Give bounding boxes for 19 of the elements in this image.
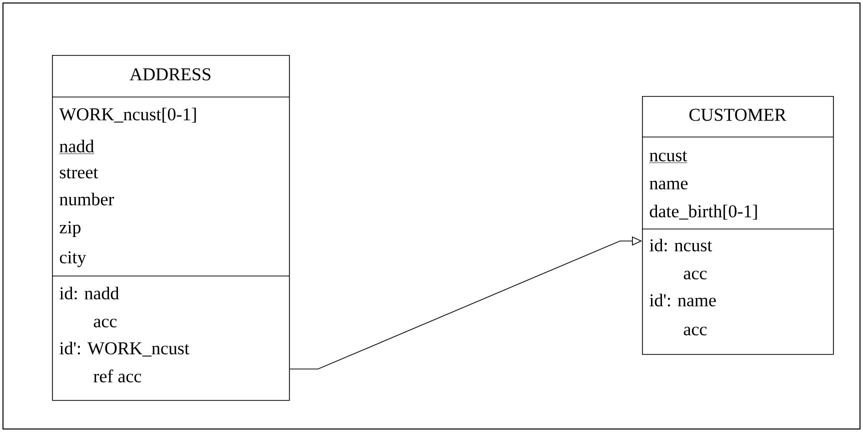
attribute-name: zip: [60, 221, 80, 238]
constraint-text: acc: [684, 270, 707, 280]
attribute-name: WORK_ncust[0-1]: [59, 108, 196, 123]
constraint-text: id': name: [650, 294, 716, 306]
attribute-name: nadd: [59, 140, 94, 154]
constraint-text: ref acc: [94, 370, 142, 382]
constraint-text: acc: [94, 318, 117, 328]
constraint-text: id: nadd: [60, 286, 119, 300]
attribute-name: date_birth[0-1]: [650, 204, 757, 220]
constraint-text: id: ncust: [650, 238, 712, 252]
constraint-text: acc: [684, 326, 707, 336]
attribute-name: city: [60, 251, 86, 268]
attribute-name: street: [60, 168, 98, 178]
attribute-name: name: [650, 180, 688, 190]
entity-name: ADDRESS: [130, 68, 210, 80]
attribute-name: number: [60, 192, 114, 206]
entity-name: CUSTOMER: [689, 108, 786, 121]
attribute-name: ncust: [649, 151, 688, 163]
constraint-text: id': WORK_ncust: [60, 342, 190, 357]
